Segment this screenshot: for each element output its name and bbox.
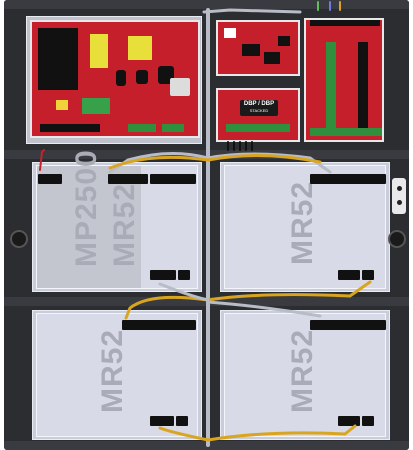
transformer [38,28,78,90]
wire-yellow [124,295,210,320]
label-sticker [224,28,236,38]
terminal-block [108,174,148,184]
wire-yellow [158,426,210,442]
wire-yellow [206,280,372,302]
inductor-yellow [90,34,108,68]
terminal-block [310,320,386,330]
terminal-block [338,416,360,426]
relay-white [170,78,190,96]
dbp-board-lower: DBP / DBP STACKED [216,88,300,142]
capacitor-yellow [128,36,152,60]
terminal-block [176,416,188,426]
relay-board [304,18,384,142]
terminal-block [150,270,176,280]
mr52-board-top-left: MP2500 MR52 [36,149,198,289]
status-module-green [82,98,110,114]
dbp-badge-subtitle: STACKED [249,108,269,113]
chip [278,36,290,46]
top-rail [4,0,409,9]
terminal-block [178,270,190,280]
relay-column [358,42,368,134]
terminal-block [150,174,196,184]
wire-red [39,149,45,171]
dbp-badge-title: DBP / DBP [243,101,275,107]
terminal-block [122,320,196,330]
terminal-block [338,270,360,280]
terminal-green [162,124,184,132]
terminal-green [310,128,382,136]
terminal-block [362,270,374,280]
wire-yellow [206,424,357,442]
terminal-green [226,124,290,132]
electrolytic-cap [116,70,126,86]
chip [264,52,280,64]
mounting-knob-right [388,230,406,248]
wire-yellow [108,153,322,170]
terminal-block [310,174,386,184]
terminal-column [326,42,336,134]
wire-gray [206,300,322,318]
header-strip [310,20,380,26]
wire-black-bundle [227,141,253,151]
terminal-block [38,174,62,184]
terminal-block [150,416,174,426]
wire-gray [108,152,210,174]
power-supply-board [30,20,200,138]
chip [242,44,260,56]
dbp-board-upper [216,20,300,76]
mr52-board-top-right: MR52 [224,165,386,289]
mounting-knob-left [10,230,28,248]
wire-gray [202,8,302,14]
latch-hole [397,186,402,191]
dbp-stacked-badge: DBP / DBP STACKED [240,100,278,116]
mp2500-overlay [37,166,141,288]
door-latch [392,178,406,214]
wire-gray [158,282,210,302]
terminal-block [362,416,374,426]
latch-hole [397,200,402,205]
connector-strip [40,124,100,132]
fuse-yellow [56,100,68,110]
electrolytic-cap [136,70,148,84]
terminal-green [128,124,156,132]
